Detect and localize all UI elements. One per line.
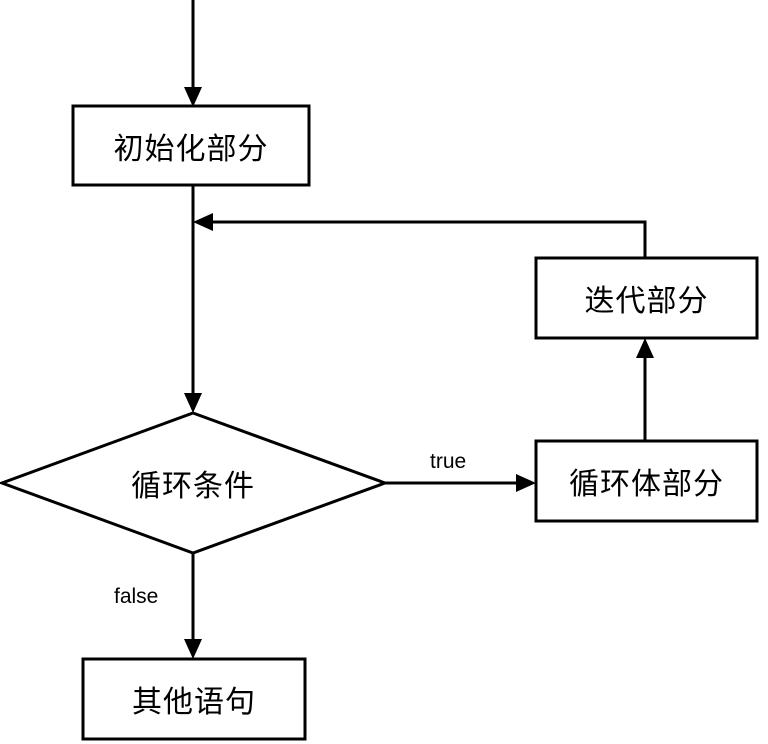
edge-label-false: false bbox=[114, 585, 159, 608]
edge-init-to-condition bbox=[184, 185, 202, 413]
edge-condition-false-to-other bbox=[184, 553, 202, 659]
node-init[interactable] bbox=[71, 104, 311, 187]
edge-body-to-iteration bbox=[636, 338, 654, 441]
edge-entry-to-init bbox=[184, 0, 202, 107]
edge-iteration-to-spine bbox=[193, 213, 647, 258]
node-condition[interactable] bbox=[0, 411, 390, 555]
edge-condition-true-to-body bbox=[385, 474, 536, 492]
node-iteration[interactable] bbox=[534, 256, 759, 340]
edge-label-true: true bbox=[430, 450, 467, 473]
node-other[interactable] bbox=[81, 657, 307, 741]
node-body[interactable] bbox=[534, 439, 759, 523]
